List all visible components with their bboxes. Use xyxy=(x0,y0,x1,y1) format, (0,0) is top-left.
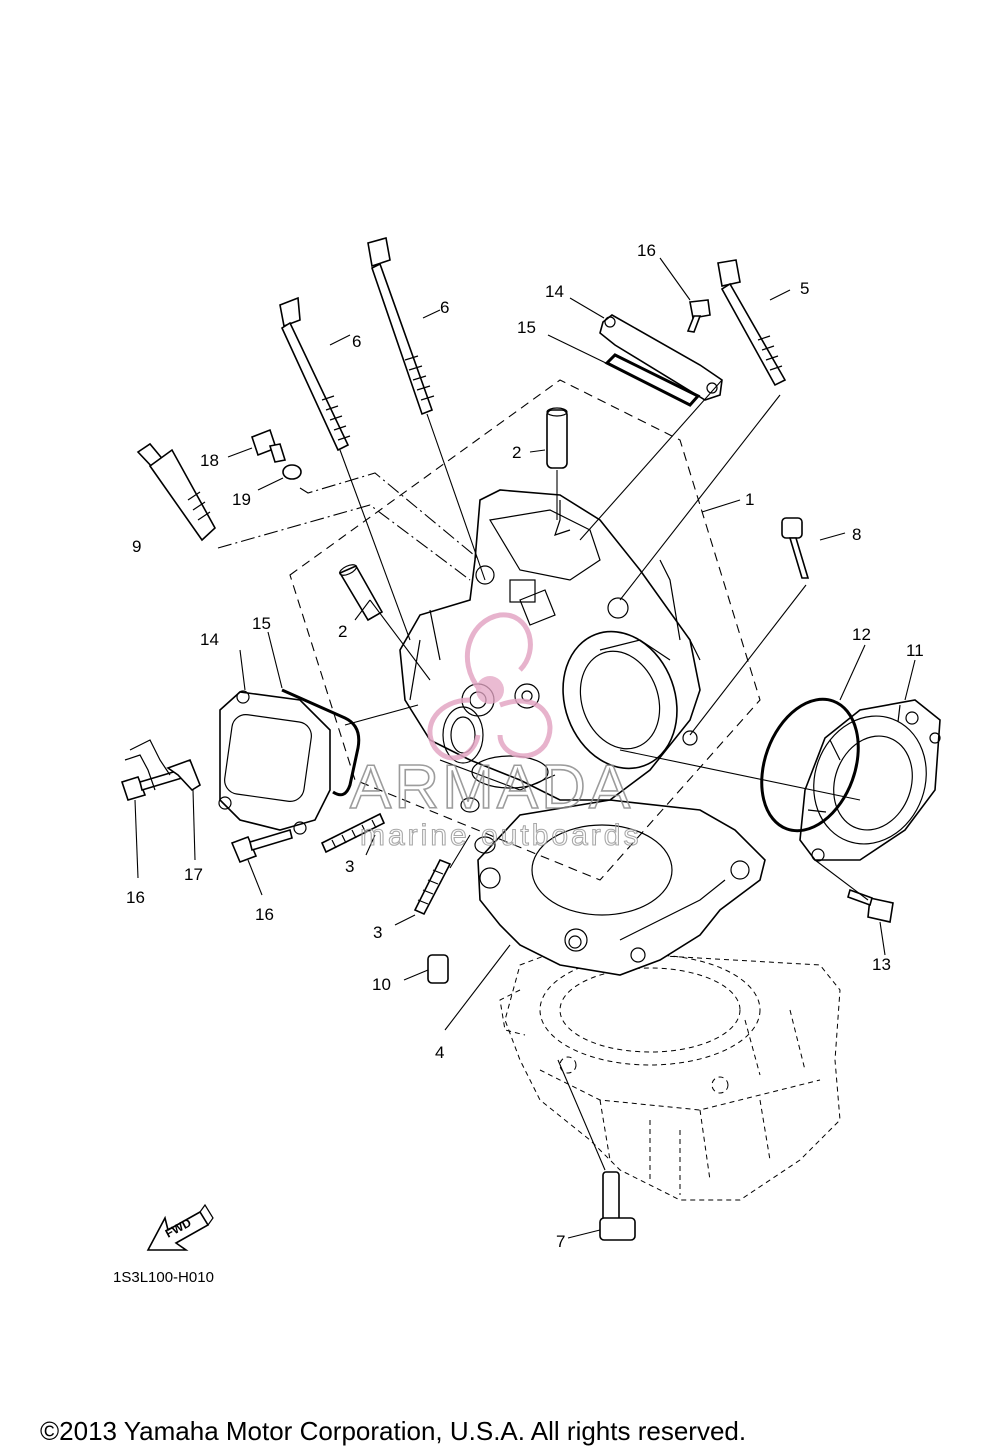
callout-3-lower: 3 xyxy=(373,923,382,942)
callout-4: 4 xyxy=(435,1043,444,1062)
callout-7: 7 xyxy=(556,1232,565,1251)
callout-1: 1 xyxy=(745,490,754,509)
washer-19 xyxy=(282,464,302,480)
cover-top xyxy=(599,314,723,401)
callout-6-middle: 6 xyxy=(440,298,449,317)
watermark: ARMADA marine outboards xyxy=(349,612,641,853)
stud-3-lower xyxy=(413,858,452,916)
head-cover-right xyxy=(799,699,941,862)
spark-plug-9 xyxy=(136,442,217,542)
gasket-left xyxy=(281,688,361,797)
callout-17: 17 xyxy=(184,865,203,884)
bolt-8 xyxy=(781,517,810,579)
callout-2-left: 2 xyxy=(338,622,347,641)
head-gasket xyxy=(477,799,766,976)
callout-12: 12 xyxy=(852,625,871,644)
bolt-5 xyxy=(717,259,787,387)
valve-guide-top xyxy=(546,407,568,469)
callout-5: 5 xyxy=(800,279,809,298)
stud-3-upper xyxy=(320,812,386,854)
cylinder-block xyxy=(499,949,841,1201)
watermark-logo-icon xyxy=(427,612,553,761)
bolt-18 xyxy=(251,428,287,463)
callout-8: 8 xyxy=(852,525,861,544)
bolt-13 xyxy=(847,888,894,923)
callout-13: 13 xyxy=(872,955,891,974)
cylinder-head xyxy=(289,379,761,881)
callout-3-upper: 3 xyxy=(345,857,354,876)
hose-17 xyxy=(124,739,201,792)
callout-15-left: 15 xyxy=(252,614,271,633)
watermark-tagline: marine outboards xyxy=(360,819,641,852)
dowel-10 xyxy=(427,954,449,984)
callout-9: 9 xyxy=(132,537,141,556)
callout-14-left: 14 xyxy=(200,630,219,649)
valve-guide-left xyxy=(338,564,384,622)
callout-6-left: 6 xyxy=(352,332,361,351)
bolt-6-left xyxy=(279,296,351,452)
copyright-notice: ©2013 Yamaha Motor Corporation, U.S.A. A… xyxy=(40,1416,746,1446)
callout-2-top: 2 xyxy=(512,443,521,462)
o-ring-right xyxy=(760,697,860,833)
callout-14-top: 14 xyxy=(545,282,564,301)
callout-16-lower: 16 xyxy=(255,905,274,924)
callout-11: 11 xyxy=(906,641,924,660)
bolt-7 xyxy=(599,1171,636,1241)
callouts: 1 2 2 3 3 4 5 6 6 7 8 9 10 11 12 13 14 1… xyxy=(126,241,924,1251)
reference-code: 1S3L100-H010 xyxy=(113,1269,214,1286)
callout-15-top: 15 xyxy=(517,318,536,337)
gasket-top xyxy=(604,353,701,407)
callout-19: 19 xyxy=(232,490,251,509)
callout-16-left: 16 xyxy=(126,888,145,907)
bolt-16-top xyxy=(686,299,711,333)
leader-lines xyxy=(134,257,916,1239)
callout-10: 10 xyxy=(372,975,391,994)
callout-18: 18 xyxy=(200,451,219,470)
bolt-16-lower xyxy=(230,828,293,864)
callout-16-top: 16 xyxy=(637,241,656,260)
head-cover-left xyxy=(218,690,331,835)
fwd-arrow-icon: FWD xyxy=(146,1203,214,1251)
watermark-brand: ARMADA xyxy=(350,753,633,822)
bolt-6-middle xyxy=(367,236,435,416)
bolt-16-left xyxy=(120,768,183,801)
